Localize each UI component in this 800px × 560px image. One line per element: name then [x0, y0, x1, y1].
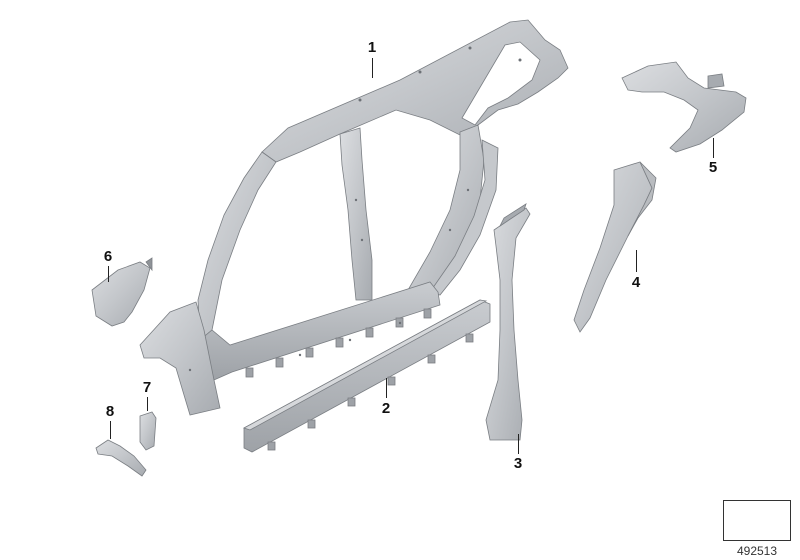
leader-line-2	[386, 378, 387, 398]
leader-line-8	[110, 421, 111, 439]
callout-7[interactable]: 7	[142, 379, 152, 396]
diagram-reference-number: 492513	[736, 544, 778, 558]
leader-line-1	[372, 58, 373, 78]
part-7-small-bracket[interactable]	[139, 411, 157, 451]
leader-line-3	[518, 434, 519, 454]
leader-line-5	[713, 138, 714, 158]
orientation-reference-box	[723, 500, 791, 541]
part-3-b-pillar[interactable]	[485, 203, 531, 441]
callout-6[interactable]: 6	[103, 248, 113, 265]
part-5-rear-upper-section[interactable]	[621, 61, 747, 153]
callout-4[interactable]: 4	[631, 274, 641, 291]
callout-8[interactable]: 8	[105, 403, 115, 420]
callout-5[interactable]: 5	[708, 159, 718, 176]
leader-line-7	[147, 397, 148, 411]
leader-line-6	[108, 266, 109, 282]
part-4-c-pillar[interactable]	[573, 161, 657, 333]
part-8-mounting-bracket[interactable]	[95, 439, 147, 477]
callout-2[interactable]: 2	[381, 400, 391, 417]
leader-line-4	[636, 250, 637, 272]
callout-3[interactable]: 3	[513, 455, 523, 472]
callout-1[interactable]: 1	[367, 39, 377, 56]
part-2-side-sill[interactable]	[242, 299, 491, 453]
part-1-body-side-frame[interactable]	[139, 19, 569, 416]
part-6-front-section[interactable]	[91, 257, 153, 327]
